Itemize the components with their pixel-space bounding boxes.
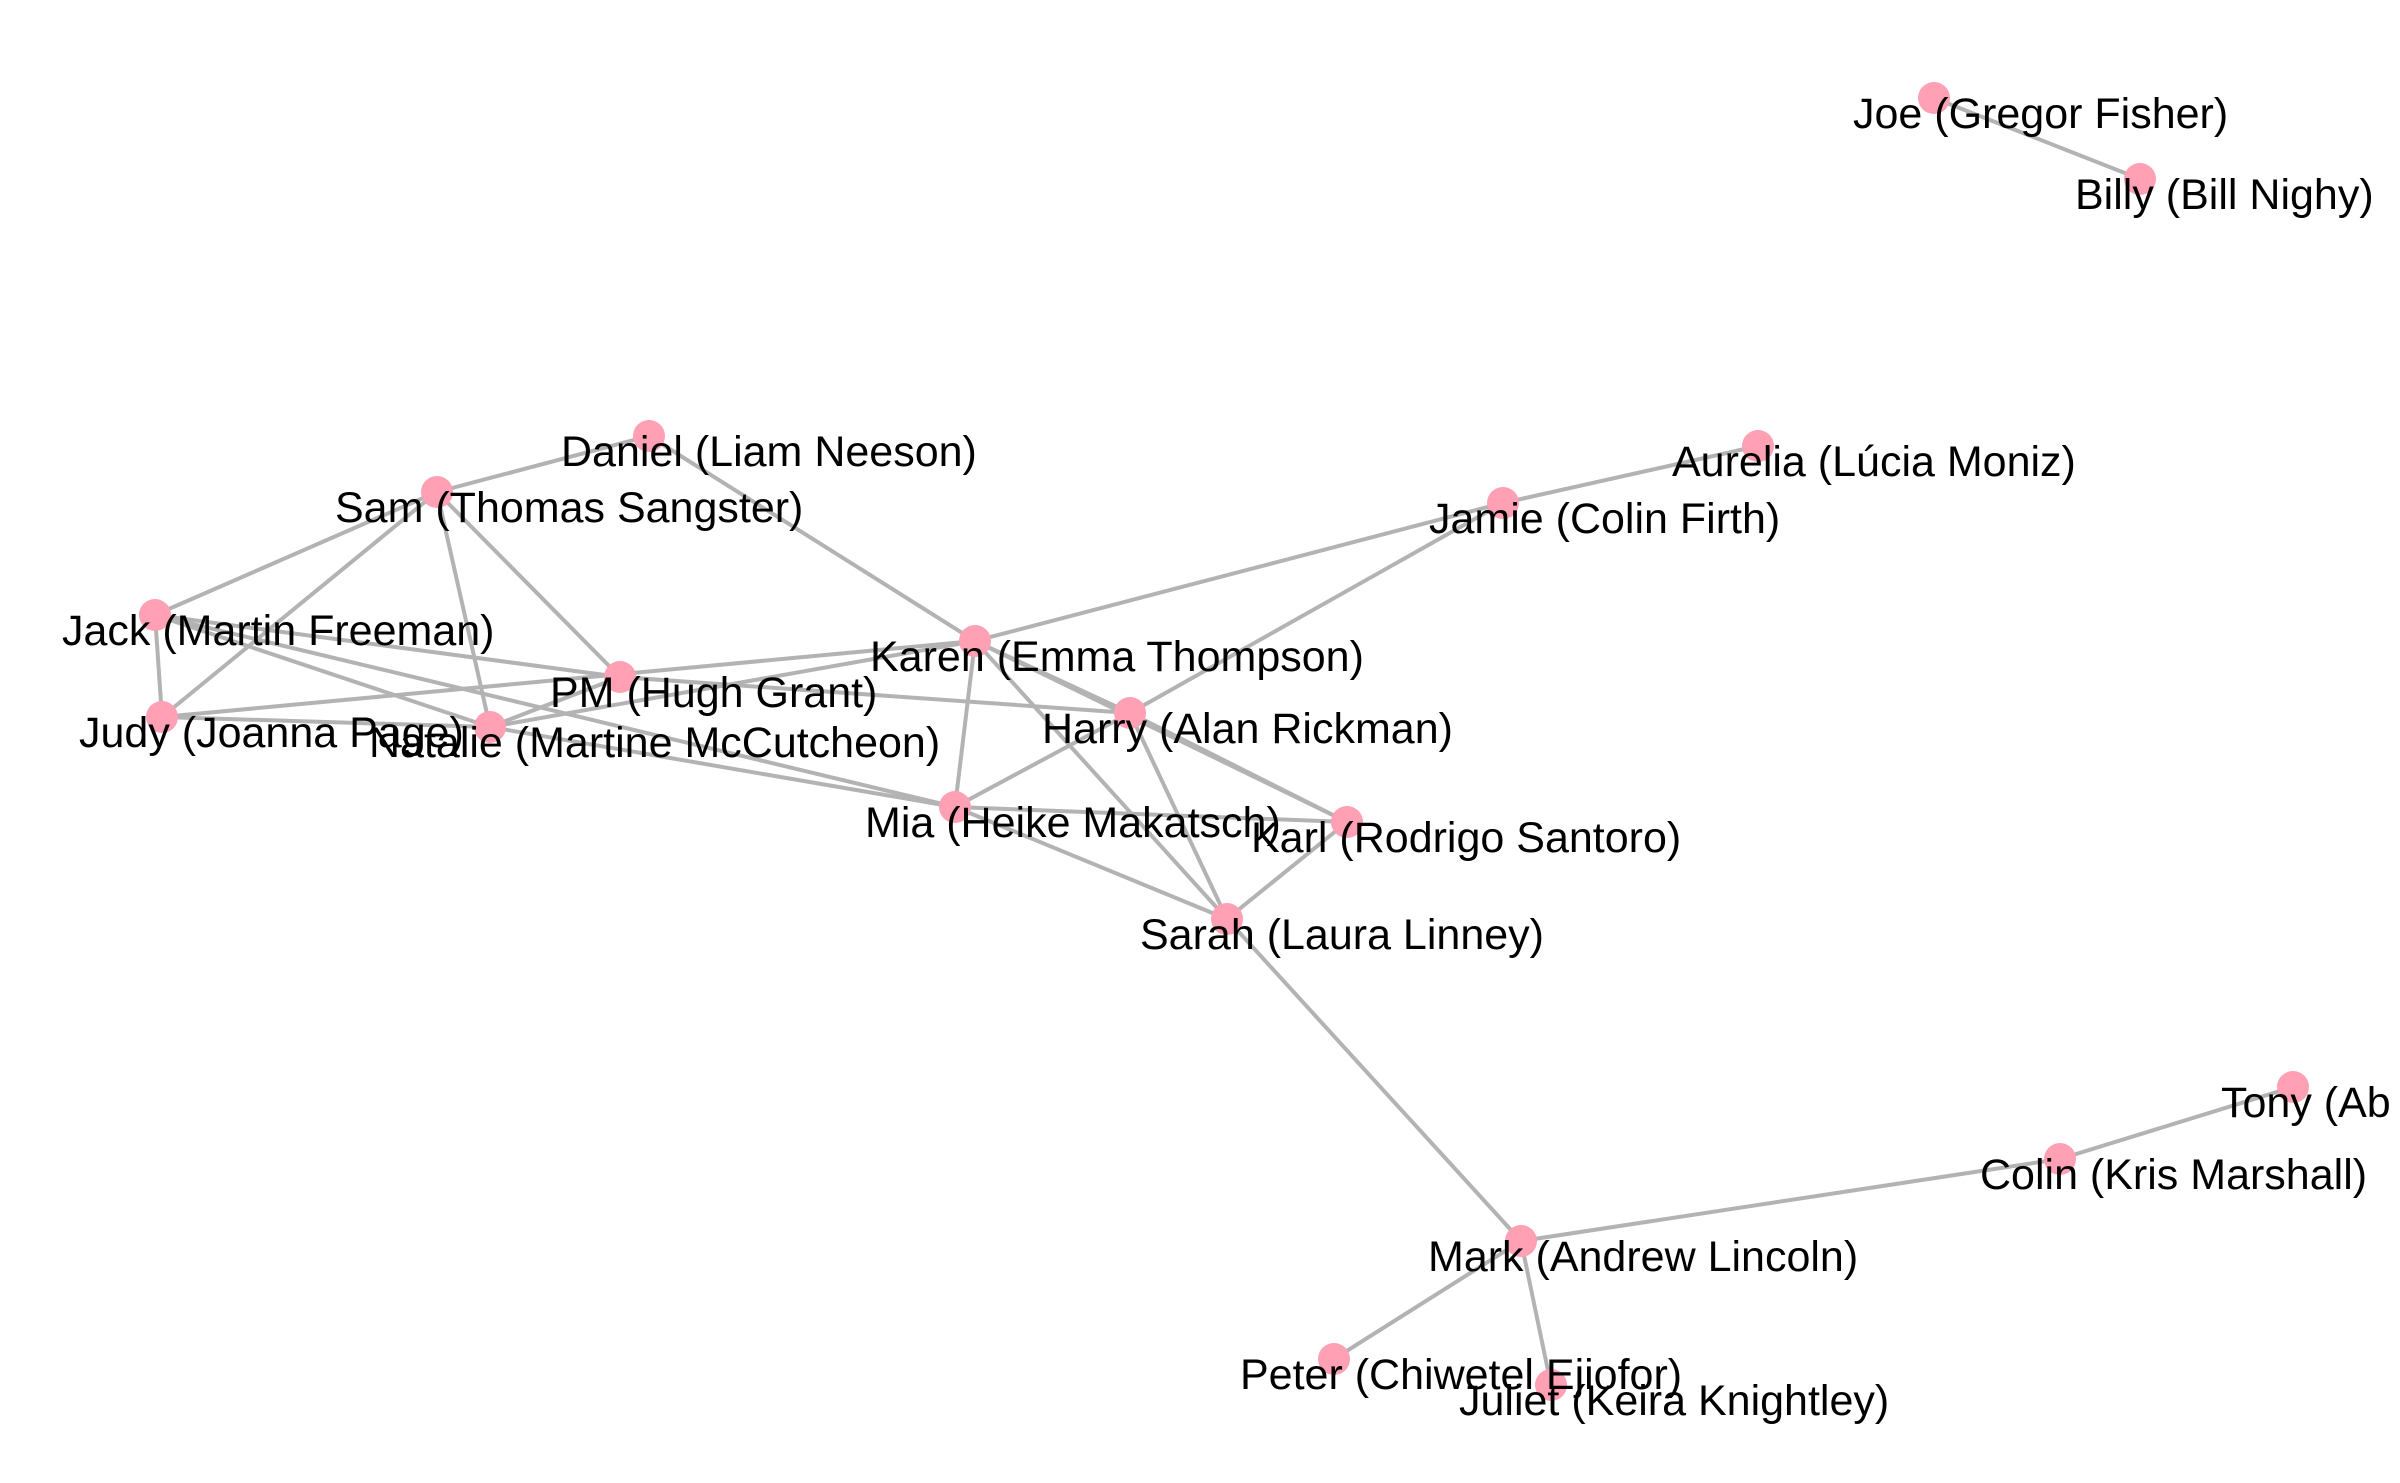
node-label-colin: Colin (Kris Marshall) [1980, 1151, 2367, 1199]
edge-mark-peter [1332, 1239, 1523, 1361]
node-label-billy: Billy (Bill Nighy) [2075, 171, 2374, 219]
node-label-aurelia: Aurelia (Lúcia Moniz) [1672, 438, 2076, 486]
edge-jack-natalie [154, 613, 491, 729]
node-aurelia [1742, 430, 1774, 462]
edge-judy-karen [161, 639, 976, 719]
node-label-mia: Mia (Heike Makatsch) [865, 799, 1281, 847]
edge-joe-billy [1933, 96, 2141, 181]
node-joe [1918, 82, 1950, 114]
edge-judy-natalie [161, 715, 491, 729]
edge-jack-judy [153, 614, 164, 718]
edge-mia-sarah [954, 805, 1228, 921]
node-label-tony: Tony (Ab [2221, 1079, 2391, 1127]
edge-daniel-sam [436, 434, 650, 494]
node-label-joe: Joe (Gregor Fisher) [1853, 90, 2228, 138]
node-label-peter: Peter (Chiwetel Ejiofor) [1240, 1351, 1682, 1399]
edge-harry-mia [954, 711, 1131, 809]
node-karl [1331, 806, 1363, 838]
edge-karen-sarah [973, 639, 1229, 921]
node-sam [421, 476, 453, 508]
edge-natalie-mia [489, 725, 956, 809]
node-juliet [1535, 1369, 1567, 1401]
node-jamie [1487, 487, 1519, 519]
edge-mark-juliet [1519, 1240, 1553, 1386]
node-tony [2277, 1071, 2309, 1103]
node-billy [2124, 163, 2156, 195]
node-harry [1114, 697, 1146, 729]
edge-sarah-mark [1225, 917, 1523, 1243]
node-label-daniel: Daniel (Liam Neeson) [561, 428, 977, 476]
node-judy [146, 701, 178, 733]
node-mark [1505, 1225, 1537, 1257]
node-label-juliet: Juliet (Keira Knightley) [1459, 1377, 1889, 1425]
node-mia [939, 791, 971, 823]
graph-edges [153, 96, 2294, 1386]
node-label-judy: Judy (Joanna Page) [79, 709, 464, 757]
node-sarah [1211, 903, 1243, 935]
node-label-mark: Mark (Andrew Lincoln) [1428, 1233, 1858, 1281]
node-label-karl: Karl (Rodrigo Santoro) [1251, 814, 1681, 862]
graph-nodes [139, 82, 2309, 1401]
graph-labels: Daniel (Liam Neeson) Sam (Thomas Sangster… [62, 90, 2391, 1425]
node-label-pm: PM (Hugh Grant) [550, 669, 877, 717]
edge-mark-colin [1520, 1157, 2061, 1243]
edge-pm-natalie [489, 675, 621, 729]
node-natalie [474, 711, 506, 743]
edge-sam-jack [154, 490, 438, 617]
edge-jamie-aurelia [1502, 444, 1759, 505]
node-karen [959, 625, 991, 657]
node-label-sarah: Sarah (Laura Linney) [1140, 911, 1544, 959]
node-label-natalie: Natalie (Martine McCutcheon) [369, 719, 940, 767]
edge-sam-pm [435, 490, 622, 679]
edge-harry-jamie [1129, 501, 1504, 715]
edge-pm-harry [619, 675, 1131, 715]
node-label-sam: Sam (Thomas Sangster) [335, 484, 803, 532]
node-pm [604, 661, 636, 693]
node-label-jack: Jack (Martin Freeman) [62, 607, 494, 655]
node-jack [139, 599, 171, 631]
edge-natalie-karen [489, 639, 976, 729]
node-label-jamie: Jamie (Colin Firth) [1429, 495, 1780, 543]
node-daniel [633, 420, 665, 452]
edge-colin-tony [2059, 1085, 2294, 1161]
node-label-karen: Karen (Emma Thompson) [870, 633, 1364, 681]
node-peter [1318, 1343, 1350, 1375]
edge-jack-pm [154, 613, 621, 679]
node-colin [2044, 1143, 2076, 1175]
edge-daniel-karen [647, 434, 977, 643]
edge-karen-mia [953, 640, 977, 808]
edge-mia-karl [954, 805, 1348, 824]
edge-harry-karl [1129, 711, 1348, 824]
edge-karen-jamie [974, 501, 1504, 643]
edge-karl-sarah [1225, 820, 1349, 921]
edge-jack-mia [154, 613, 956, 809]
edge-sam-judy [160, 490, 439, 719]
node-label-harry: Harry (Alan Rickman) [1042, 705, 1453, 753]
